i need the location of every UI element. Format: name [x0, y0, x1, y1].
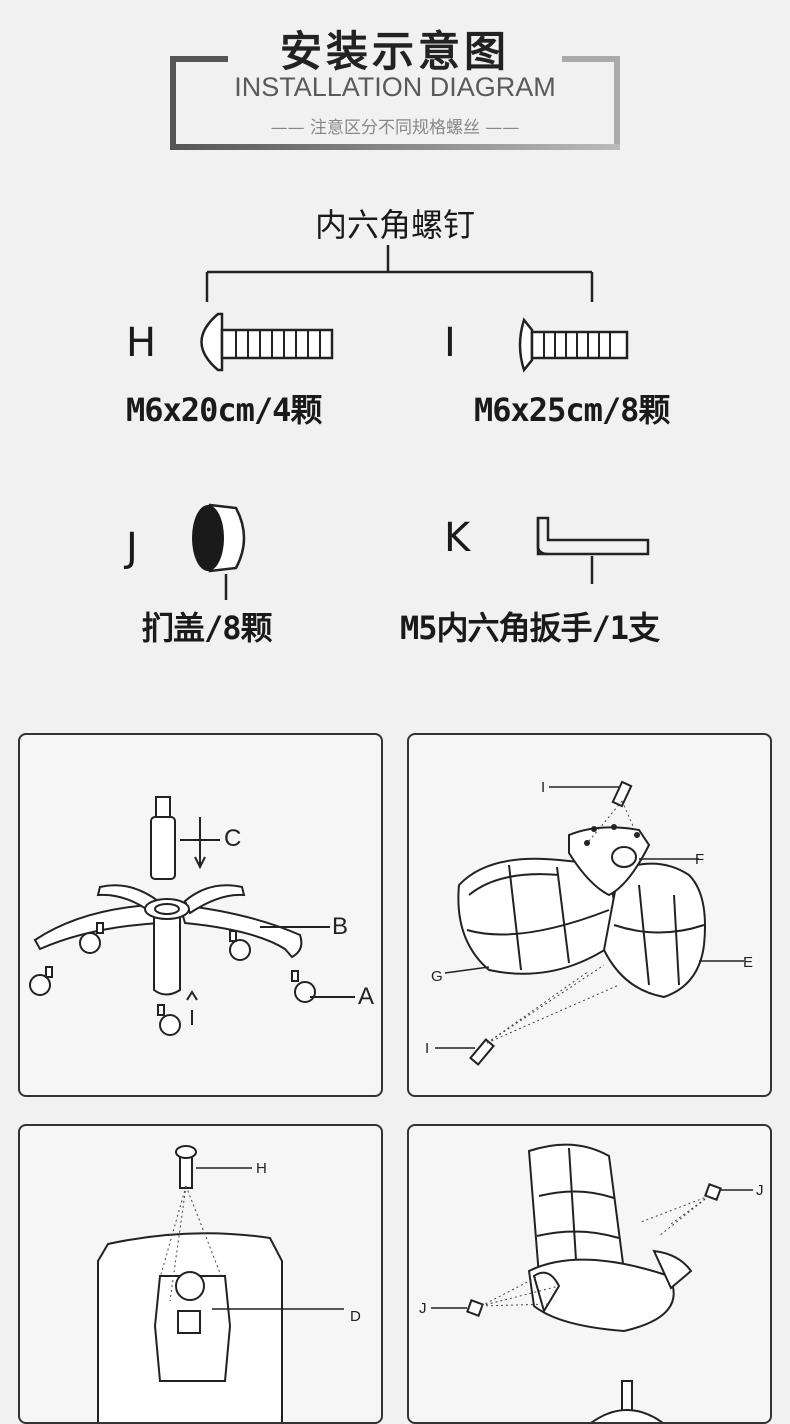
cap-icon — [192, 503, 246, 600]
seat-cushion — [602, 862, 706, 999]
step-panel-mechanism: H D — [18, 1124, 383, 1424]
callout-i-top: I — [541, 779, 546, 796]
base-assembly-drawing — [29, 796, 355, 1036]
cap-j-left — [466, 1299, 484, 1317]
backrest — [457, 857, 621, 975]
caster-wheel — [229, 939, 251, 961]
base-leg — [153, 914, 181, 996]
seat-back-assembly-drawing — [435, 780, 744, 1066]
gas-lift-top — [155, 796, 171, 820]
caster-wheel — [29, 974, 51, 996]
gas-lift-preview — [621, 1380, 633, 1414]
bracket-hole — [611, 846, 637, 868]
callout-j-right: J — [756, 1182, 764, 1199]
bracket-line — [205, 245, 594, 302]
callout-j-left: J — [419, 1300, 427, 1317]
assembled-seat — [527, 1258, 675, 1333]
bolt-h — [179, 1153, 193, 1189]
step-panel-seat-back: I F E G I — [407, 733, 772, 1097]
part-j-letter: J — [126, 525, 138, 571]
parts-legend-drawing — [192, 245, 650, 600]
cap-assembly-drawing — [431, 1143, 753, 1422]
callout-f: F — [695, 851, 705, 868]
step-panel-base: C B A — [18, 733, 383, 1097]
title-frame-bottom — [170, 144, 620, 150]
base-leg — [96, 884, 160, 915]
page-title: 安装示意图 — [279, 27, 510, 76]
mechanism-assembly-drawing — [97, 1145, 344, 1422]
callout-h: H — [256, 1160, 267, 1177]
bolt-i-top — [611, 780, 633, 808]
part-k-spec: M5内六角扳手/1支 — [400, 609, 660, 647]
callout-e: E — [743, 954, 754, 971]
callout-b: B — [332, 913, 349, 940]
bolt-countersunk-icon — [518, 317, 629, 373]
page-title-english: INSTALLATION DIAGRAM — [234, 72, 556, 102]
caster-wheel — [294, 981, 316, 1003]
step-panel-caps: J J — [407, 1124, 772, 1424]
part-i-spec: M6x25cm/8颗 — [474, 391, 670, 429]
callout-a: A — [358, 983, 375, 1010]
base-leg — [183, 884, 246, 915]
caster-wheel — [79, 932, 101, 954]
callout-d: D — [350, 1308, 361, 1325]
callout-i-bottom: I — [425, 1040, 430, 1057]
page-subtitle: —— 注意区分不同规格螺丝 —— — [270, 118, 520, 138]
bolt-i-bottom — [469, 1038, 495, 1066]
caster-wheel — [159, 1014, 181, 1036]
part-h-letter: H — [126, 320, 157, 366]
cap-j-right — [704, 1183, 722, 1201]
callout-g: G — [431, 968, 443, 985]
armrest — [652, 1249, 693, 1290]
part-k-letter: K — [444, 515, 471, 561]
gas-lift-cylinder — [150, 816, 176, 880]
part-h-spec: M6x20cm/4颗 — [126, 391, 322, 429]
mechanism-knob — [175, 1271, 205, 1301]
hex-key-icon — [536, 516, 650, 584]
bolt-round-head-icon — [200, 312, 334, 372]
part-j-spec: 扪盖/8颗 — [142, 609, 273, 647]
part-i-letter: I — [444, 320, 456, 366]
hex-bolt-group-label: 内六角螺钉 — [314, 206, 475, 244]
callout-c: C — [224, 825, 242, 852]
